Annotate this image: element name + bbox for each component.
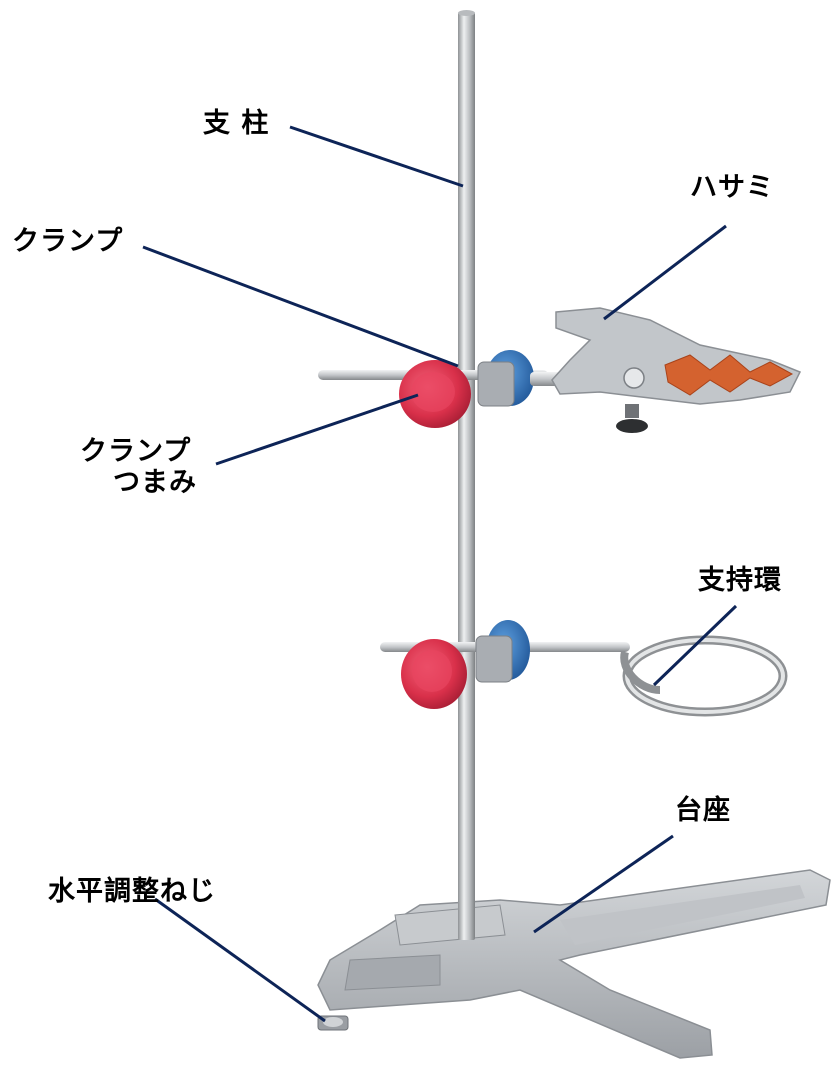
leader-pillar	[289, 125, 464, 188]
leader-clamp	[142, 245, 459, 368]
support-ring	[620, 635, 788, 717]
pillar-rod	[458, 12, 475, 940]
label-clip: ハサミ	[690, 172, 774, 203]
label-clamp-knob-line2: つまみ	[113, 467, 197, 499]
label-support-ring: 支持環	[698, 565, 782, 596]
upper-clamp	[318, 350, 548, 428]
leader-base	[533, 834, 674, 934]
leader-support-ring	[652, 604, 738, 687]
leader-leveling-screw	[154, 897, 326, 1023]
leveling-screw	[317, 1015, 349, 1031]
leader-lines	[142, 125, 738, 1023]
clip	[530, 307, 802, 433]
label-leveling-screw: 水平調整ねじ	[48, 876, 216, 907]
lower-clamp	[380, 620, 630, 709]
leader-clamp-knob	[215, 393, 419, 466]
label-base: 台座	[675, 795, 731, 826]
base	[317, 869, 831, 1059]
label-clamp: クランプ	[12, 226, 124, 257]
label-clamp-knob: クランプ つまみ	[80, 436, 197, 498]
label-clamp-knob-line1: クランプ	[80, 436, 192, 467]
leader-clip	[603, 224, 727, 321]
label-pillar: 支 柱	[203, 108, 270, 139]
